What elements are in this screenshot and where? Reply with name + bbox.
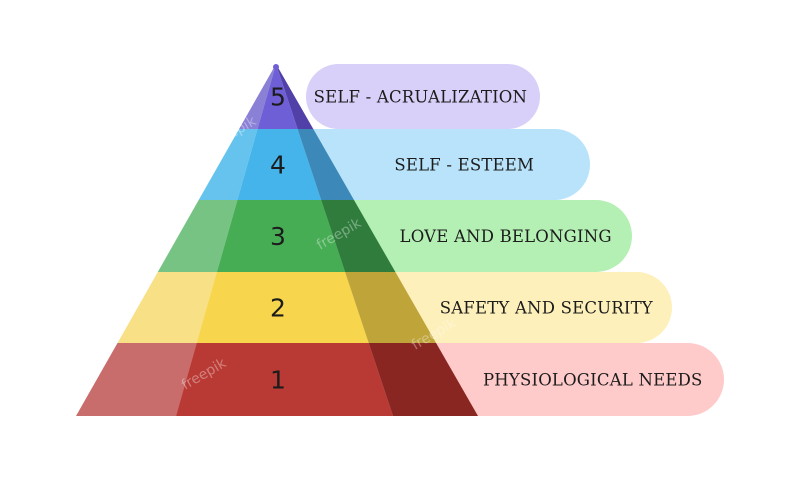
level-2-center-face (196, 272, 369, 343)
level-1-left-face (76, 343, 197, 416)
level-1-right-face (368, 343, 478, 416)
level-4-center-face (237, 129, 322, 200)
level-5-center-face (257, 64, 298, 129)
level-3-number: 3 (270, 222, 286, 251)
pyramid (76, 64, 478, 416)
level-5-right-face (276, 64, 314, 129)
level-texts: 5 SELF - ACRUALIZATION 4 SELF - ESTEEM 3 LOVE… (270, 83, 702, 395)
level-5-left-face (239, 64, 276, 129)
level-3-left-face (157, 200, 238, 272)
level-3-center-face (216, 200, 346, 272)
level-4-label: SELF - ESTEEM (394, 156, 534, 175)
level-2-label: SAFETY AND SECURITY (440, 299, 654, 318)
level-1-center-face (176, 343, 393, 416)
level-2-number: 2 (270, 294, 286, 323)
level-5-label: SELF - ACRUALIZATION (314, 88, 528, 107)
level-4-tab (269, 129, 590, 200)
level-5-tab (306, 64, 540, 129)
apex-cap (273, 64, 279, 70)
level-5-number: 5 (270, 83, 286, 112)
level-2-left-face (117, 272, 217, 343)
level-2-right-face (345, 272, 437, 343)
level-4-number: 4 (270, 151, 286, 180)
level-3-right-face (321, 200, 396, 272)
level-1-number: 1 (270, 366, 286, 395)
level-3-label: LOVE AND BELONGING (400, 227, 612, 246)
level-4-right-face (297, 129, 354, 200)
level-1-label: PHYSIOLOGICAL NEEDS (483, 371, 703, 390)
level-4-left-face (198, 129, 258, 200)
